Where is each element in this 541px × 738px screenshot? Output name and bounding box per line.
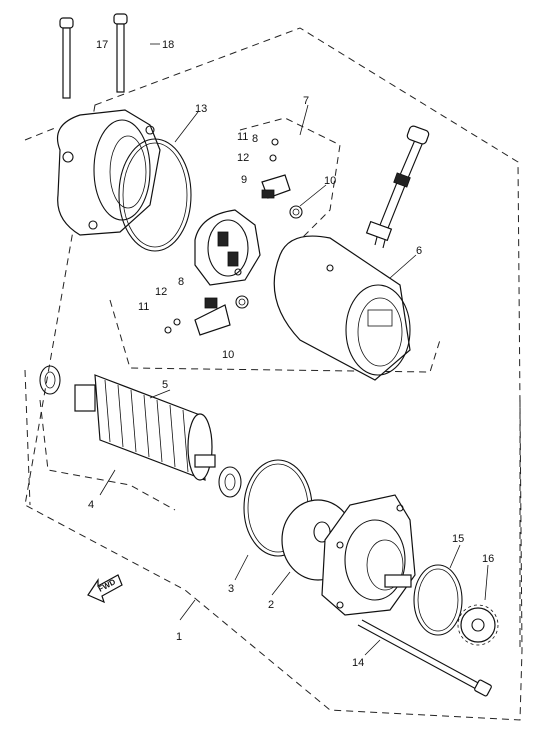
callout-11-lower: 11 bbox=[138, 301, 149, 313]
callout-8-upper: 8 bbox=[252, 133, 258, 145]
front-cover bbox=[321, 494, 416, 616]
forward-direction-arrow: FWD bbox=[87, 574, 123, 604]
callout-18: 18 bbox=[162, 39, 174, 51]
rear-cover bbox=[56, 109, 161, 236]
o-ring-15 bbox=[413, 564, 463, 636]
callout-14: 14 bbox=[352, 657, 364, 669]
assembly-boundary bbox=[24, 27, 523, 721]
armature-windings bbox=[104, 379, 189, 473]
callout-6: 6 bbox=[416, 245, 422, 257]
yoke-6 bbox=[273, 235, 411, 381]
callout-8-lower: 8 bbox=[178, 276, 184, 288]
callout-15: 15 bbox=[452, 533, 464, 545]
callout-12-upper: 12 bbox=[237, 152, 249, 164]
callout-3: 3 bbox=[228, 583, 234, 595]
callout-12-lower: 12 bbox=[155, 286, 167, 298]
through-bolts bbox=[59, 13, 128, 99]
shim-washer bbox=[218, 466, 242, 498]
lower-brush-set bbox=[164, 295, 249, 336]
callout-10-upper: 10 bbox=[324, 175, 336, 187]
callout-1: 1 bbox=[176, 631, 182, 643]
washer-front bbox=[39, 365, 61, 395]
upper-brush-set bbox=[261, 138, 303, 219]
callout-10-lower: 10 bbox=[222, 349, 234, 361]
callout-13: 13 bbox=[195, 103, 207, 115]
o-ring-13 bbox=[118, 138, 192, 252]
callout-11-upper: 11 bbox=[237, 131, 248, 143]
callout-2: 2 bbox=[268, 599, 274, 611]
callout-5: 5 bbox=[162, 379, 168, 391]
callout-labels: 1 2 3 4 5 6 7 8 8 9 10 10 11 11 12 12 13… bbox=[88, 39, 494, 669]
pinion-gear-16 bbox=[457, 604, 499, 646]
callout-16: 16 bbox=[482, 553, 494, 565]
callout-7: 7 bbox=[303, 95, 309, 107]
brush-holder-plate bbox=[194, 209, 261, 286]
bolt-14 bbox=[357, 619, 492, 697]
leader-lines bbox=[99, 43, 489, 656]
callout-9: 9 bbox=[241, 174, 247, 186]
lead-wire bbox=[365, 125, 430, 249]
callout-17: 17 bbox=[96, 39, 108, 51]
armature-5 bbox=[74, 374, 216, 481]
callout-4: 4 bbox=[88, 499, 94, 511]
